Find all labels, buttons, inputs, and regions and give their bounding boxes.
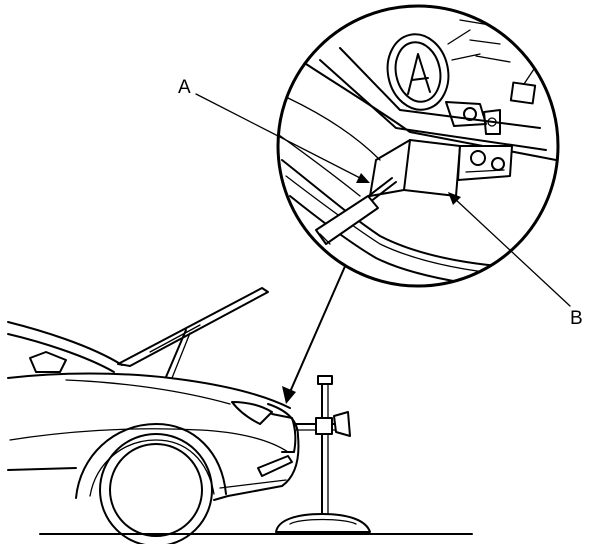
car-front bbox=[7, 287, 300, 544]
emblem bbox=[386, 29, 481, 111]
side-mirror bbox=[29, 351, 67, 373]
callout-a-label: A bbox=[178, 77, 191, 98]
headlight bbox=[231, 401, 273, 425]
aiming-stand bbox=[275, 375, 371, 533]
stand-base bbox=[275, 513, 371, 533]
front-bumper bbox=[213, 403, 300, 501]
zoom-arrow-line bbox=[289, 263, 347, 393]
callout-b-label: B bbox=[570, 308, 583, 329]
car-hood bbox=[117, 287, 269, 367]
wheel-arch bbox=[75, 423, 227, 499]
front-tire bbox=[99, 433, 213, 544]
fog-light bbox=[257, 455, 293, 477]
callout-b-arrowhead bbox=[448, 192, 461, 205]
hood-prop-rod bbox=[165, 329, 187, 378]
grille bbox=[271, 413, 297, 453]
callout-b-leader bbox=[453, 197, 571, 307]
front-sensor bbox=[369, 139, 513, 197]
stand-target bbox=[333, 411, 351, 437]
front-wheel bbox=[109, 443, 203, 537]
screwdriver bbox=[315, 177, 397, 245]
zoom-arrowhead bbox=[282, 386, 296, 404]
detail-view bbox=[276, 4, 560, 288]
callout-a-arrowhead bbox=[356, 173, 370, 183]
callout-a-leader bbox=[195, 93, 365, 181]
